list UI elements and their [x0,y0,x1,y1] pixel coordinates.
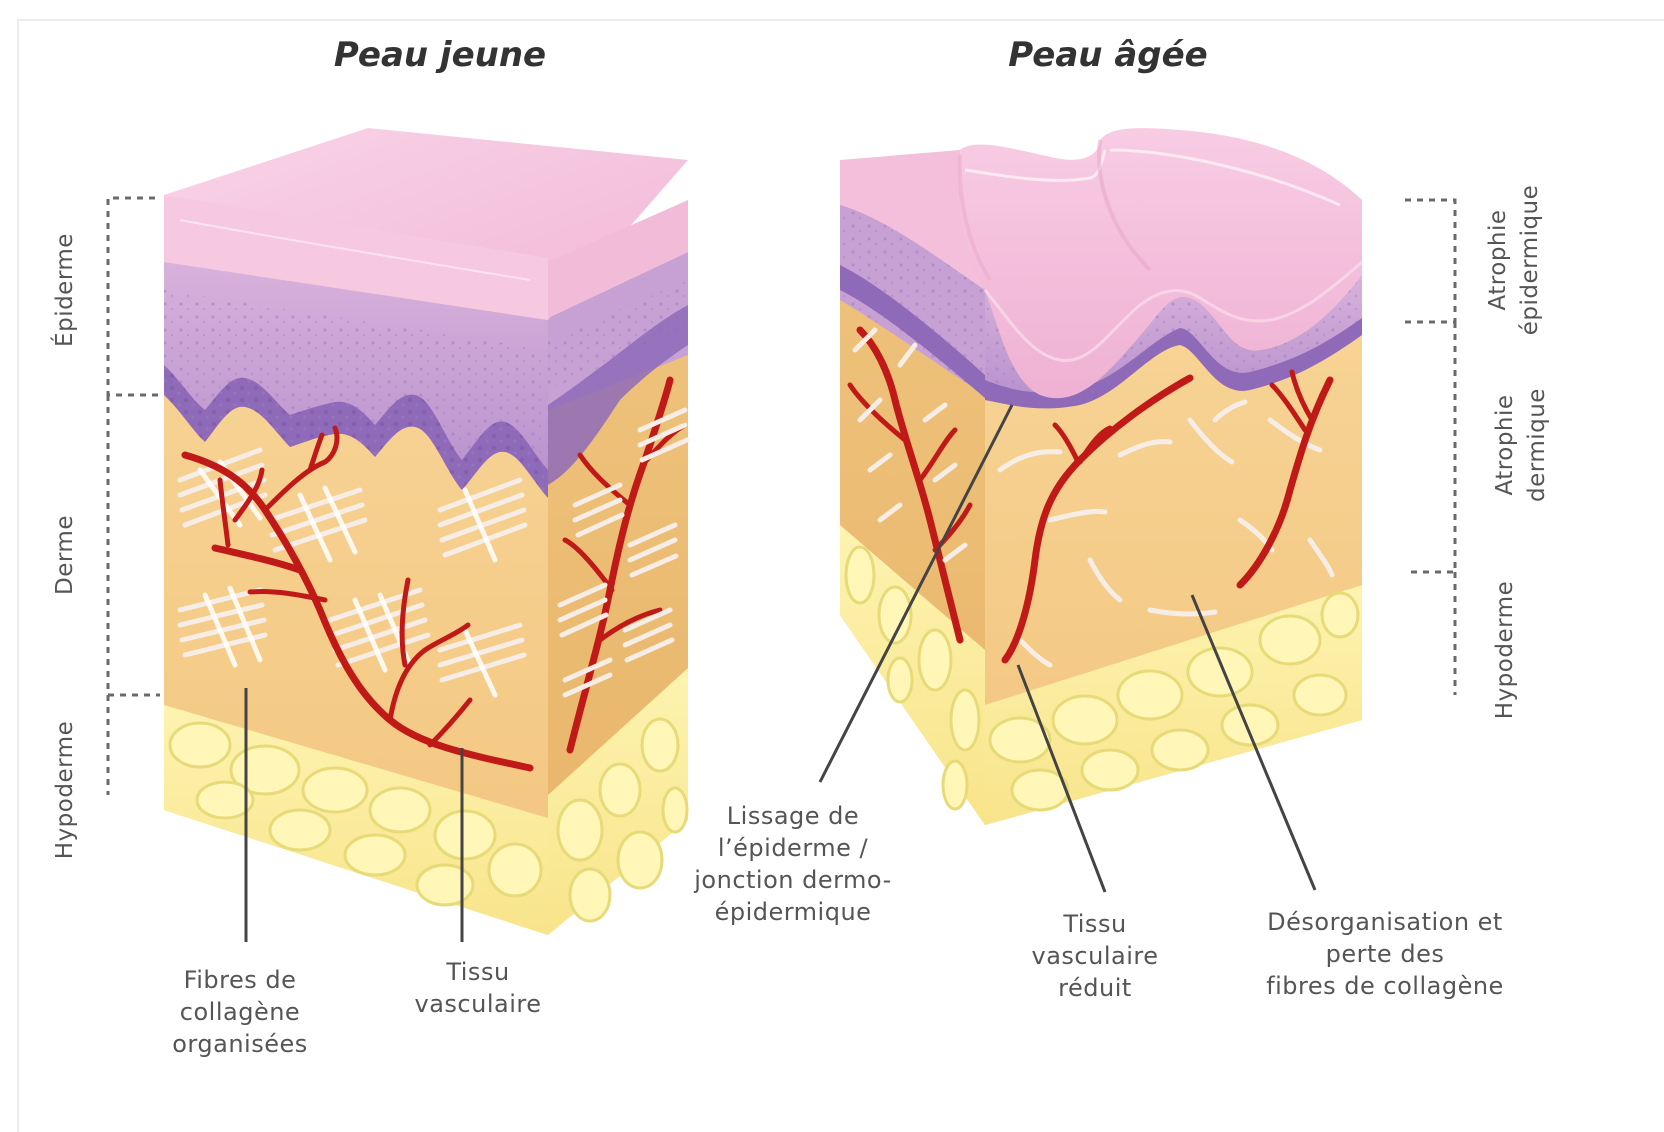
callout-collagen-organized-line-3: organisées [172,1030,308,1058]
label-dermis: Derme [52,515,78,595]
callout-collagen-organized-line-2: collagène [180,998,300,1026]
callout-smoothing-line-2: l’épiderme / [718,834,869,862]
callout-smoothing-line-3: jonction dermo- [693,866,891,894]
callout-collagen-loss-line-2: perte des [1326,940,1445,968]
label-hypodermis-left: Hypoderme [52,721,78,859]
label-epidermal-atrophy-2: épidermique [1517,185,1543,336]
label-dermal-atrophy-1: Atrophie [1492,394,1518,495]
title-old-skin: Peau âgée [1008,35,1207,75]
title-young-skin: Peau jeune [334,35,546,75]
old-skin-block [840,128,1362,825]
callout-collagen-loss-line-1: Désorganisation et [1267,908,1503,936]
young-side-face [548,252,688,935]
callout-vascular-reduced-line-3: réduit [1058,974,1132,1002]
young-skin-block [164,128,688,935]
callout-smoothing-line-4: épidermique [715,898,872,926]
label-epidermis: Épiderme [50,233,78,347]
callout-collagen-loss-line-3: fibres de collagène [1266,972,1504,1000]
callout-vascular-line-2: vasculaire [415,990,542,1018]
callout-collagen-organized-line-1: Fibres de [184,966,297,994]
label-dermal-atrophy-2: dermique [1524,388,1550,502]
callout-vascular-line-1: Tissu [445,958,509,986]
callout-vascular-reduced-line-2: vasculaire [1032,942,1159,970]
callout-smoothing-line-1: Lissage de [727,802,859,830]
label-epidermal-atrophy-1: Atrophie [1485,209,1511,310]
callout-vascular-reduced-line-1: Tissu [1062,910,1126,938]
label-hypodermis-right: Hypoderme [1492,581,1518,719]
callout-collagen-organized: Fibres de collagène organisées [172,966,308,1058]
